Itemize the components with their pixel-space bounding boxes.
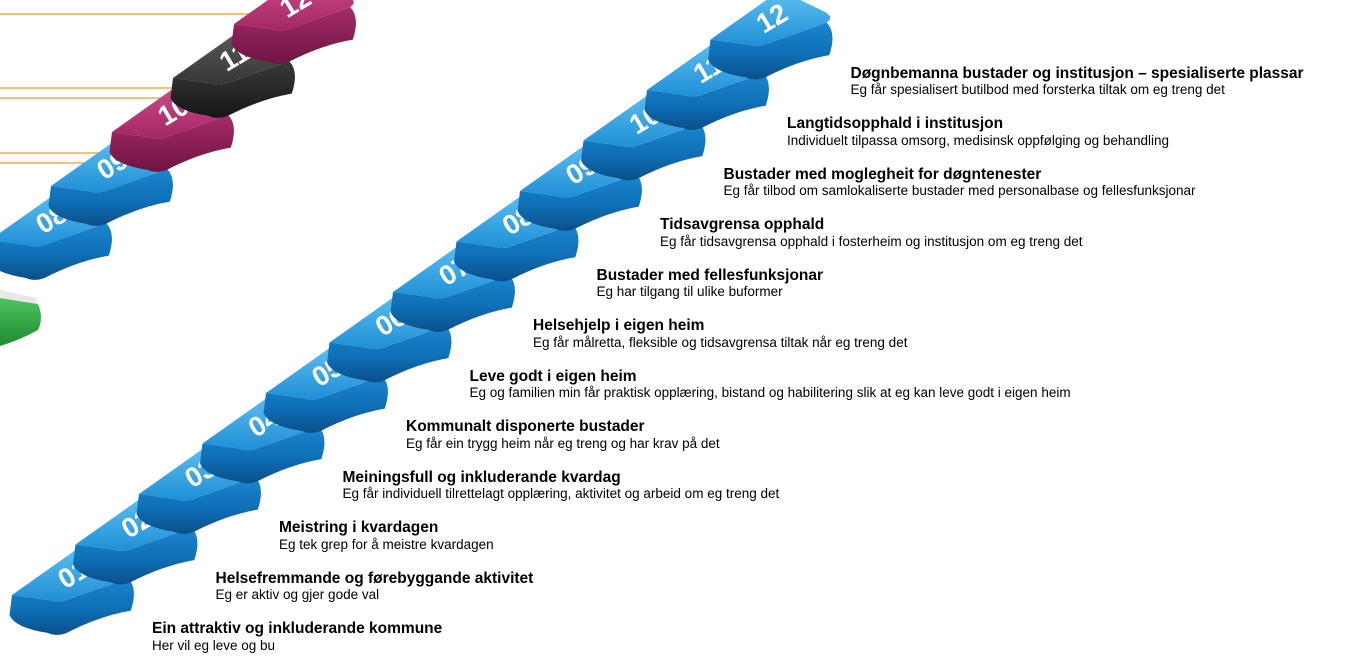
step-front — [73, 527, 198, 585]
green-block-highlight — [0, 290, 38, 304]
step-title: Langtidsopphald i institusjon — [787, 115, 1004, 132]
step-description: Eg får ein trygg heim når eg treng og ha… — [406, 435, 720, 451]
step-title: Helsefremmande og førebyggande aktivitet — [215, 569, 534, 587]
step-front — [644, 73, 769, 130]
green-block — [0, 298, 41, 346]
step-description: Individuelt tilpassa omsorg, medisinsk o… — [787, 132, 1169, 148]
step-top — [234, 0, 354, 31]
step-front — [109, 115, 234, 172]
step-front — [9, 578, 134, 635]
step-title: Kommunalt disponerte bustader — [406, 418, 645, 435]
step-description: Eg er aktiv og gjer gode val — [215, 587, 380, 603]
step-front — [581, 123, 706, 181]
step-front — [708, 22, 833, 80]
step-description: Eg får målretta, fleksible og tidsavgren… — [533, 334, 908, 350]
orange-lines — [0, 13, 250, 164]
step-front — [263, 376, 388, 433]
step-description: Eg får tilbod om samlokaliserte bustader… — [723, 183, 1196, 199]
step-front — [136, 477, 261, 534]
step-front — [0, 223, 112, 280]
step-block-12: 12 — [708, 0, 833, 80]
step-title: Leve godt i eigen heim — [469, 367, 637, 385]
step-title: Bustader med fellesfunksjonar — [596, 266, 824, 284]
step-description: Eg tek grep for å meistre kvardagen — [279, 536, 494, 552]
step-title: Bustader med moglegheit for døgntenester — [723, 165, 1042, 183]
step-description: Her vil eg leve og bu — [152, 637, 276, 653]
step-title: Ein attraktiv og inkluderande kommune — [152, 620, 443, 637]
step-description: Eg og familien min får praktisk opplærin… — [469, 385, 1071, 401]
step-top — [710, 0, 831, 46]
step-description: Eg får spesialisert butilbod med forster… — [850, 82, 1225, 98]
step-title: Døgnbemanna bustader og institusjon – sp… — [850, 64, 1304, 82]
step-description: Eg har tilgang til ulike buformer — [596, 284, 783, 300]
step-front — [200, 426, 325, 484]
step-title: Helsehjelp i eigen heim — [533, 317, 705, 334]
step-front — [454, 224, 579, 282]
step-title: Meistring i kvardagen — [279, 519, 439, 536]
step-label-12: Døgnbemanna bustader og institusjon – sp… — [851, 65, 1304, 98]
step-label-10: Bustader med moglegheit for døgntenester… — [724, 166, 1196, 199]
step-title: Meiningsfull og inkluderande kvardag — [342, 468, 621, 486]
step-front — [170, 61, 295, 118]
step-front — [390, 275, 515, 332]
step-label-02: Helsefremmande og førebyggande aktivitet… — [216, 570, 534, 603]
step-front — [231, 7, 356, 64]
step-front — [48, 169, 173, 226]
step-description: Eg får individuell tilrettelagt opplærin… — [342, 486, 780, 502]
step-front — [517, 174, 642, 231]
step-description: Eg får tidsavgrensa opphald i fosterheim… — [660, 233, 1083, 249]
step-block-12: 12 — [231, 0, 356, 64]
step-front — [327, 325, 452, 383]
step-title: Tidsavgrensa opphald — [660, 216, 825, 233]
